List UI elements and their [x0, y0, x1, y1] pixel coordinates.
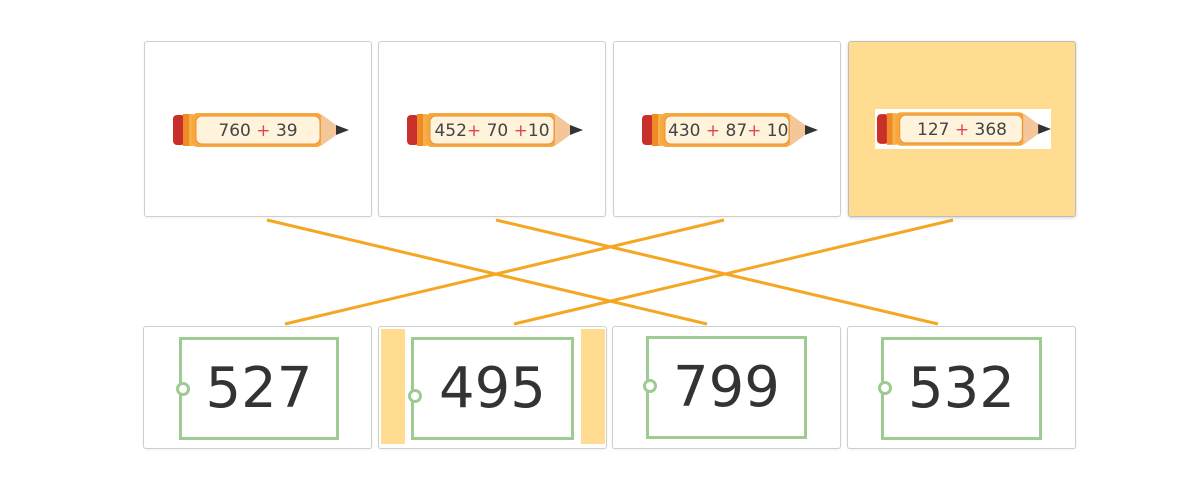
operand: 760: [218, 121, 251, 141]
expression-text: 452+ 70 +10: [433, 122, 551, 140]
operand: 10: [761, 121, 789, 141]
answer-card-3[interactable]: 799: [612, 326, 841, 449]
answer-value: 799: [673, 355, 780, 420]
expression-card-1[interactable]: 760 + 39: [144, 41, 372, 217]
pencil-icon: [642, 113, 818, 147]
connector-dot[interactable]: [643, 379, 657, 393]
answer-card-1[interactable]: 527: [143, 326, 372, 449]
connection-line: [513, 218, 954, 326]
plus-operator: +: [250, 121, 276, 141]
selection-highlight: [381, 329, 405, 444]
operand: 452: [434, 121, 467, 141]
pencil-icon: [407, 113, 583, 147]
answer-value: 495: [439, 356, 546, 421]
pencil-icon: [173, 113, 349, 147]
operand: 368: [969, 120, 1007, 140]
pencil-label: 452+ 70 +10: [405, 112, 583, 148]
expression-text: 127 + 368: [903, 121, 1021, 139]
expression-card-2[interactable]: 452+ 70 +10: [378, 41, 606, 217]
operand: 39: [275, 121, 298, 141]
operand: 70: [481, 121, 514, 141]
plus-operator: +: [747, 121, 762, 141]
expression-text: 430 + 87+ 10: [668, 121, 789, 141]
answer-frame: 495: [411, 337, 574, 440]
answer-value: 527: [205, 356, 313, 421]
expression-card-4[interactable]: 127 + 368: [848, 41, 1076, 217]
answer-frame: 527: [179, 337, 339, 440]
pencil-icon: [876, 112, 1051, 146]
answer-card-4[interactable]: 532: [847, 326, 1076, 449]
connector-dot[interactable]: [176, 382, 190, 396]
answer-card-2[interactable]: 495: [378, 326, 607, 449]
answer-frame: 799: [646, 336, 807, 439]
plus-operator: +: [513, 121, 528, 141]
connection-line: [266, 218, 708, 326]
connection-line: [284, 218, 725, 326]
plus-operator: +: [466, 121, 482, 141]
connector-dot[interactable]: [408, 389, 422, 403]
pencil-label: 760 + 39: [171, 112, 349, 148]
selection-highlight: [581, 329, 605, 444]
plus-operator: +: [705, 121, 721, 141]
expression-card-3[interactable]: 430 + 87+ 10: [613, 41, 841, 217]
pencil-label: 430 + 87+ 10: [640, 112, 818, 148]
answer-value: 532: [908, 356, 1015, 421]
expression-text: 760 + 39: [199, 122, 317, 140]
operand: 87: [720, 121, 748, 141]
connection-line: [495, 218, 939, 326]
plus-operator: +: [954, 120, 970, 140]
operand: 430: [668, 121, 706, 141]
connector-dot[interactable]: [878, 381, 892, 395]
pencil-label: 127 + 368: [875, 109, 1051, 149]
operand: 127: [917, 120, 955, 140]
operand: 10: [527, 121, 550, 141]
answer-frame: 532: [881, 337, 1042, 440]
